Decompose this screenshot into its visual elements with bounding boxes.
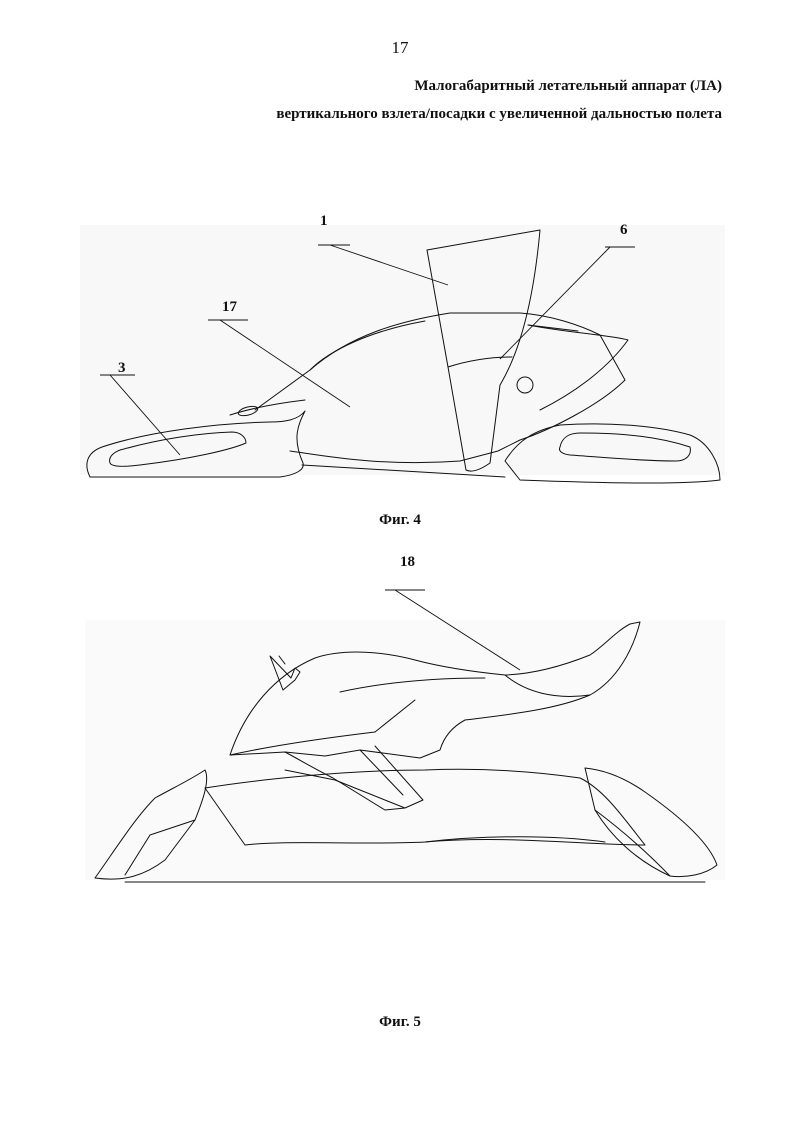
figure-5-caption: Фиг. 5 bbox=[379, 1014, 421, 1030]
ref-label-3: 3 bbox=[118, 360, 126, 376]
document-title-line-2: вертикального взлета/посадки с увеличенн… bbox=[276, 106, 722, 122]
ref-label-1: 1 bbox=[320, 213, 328, 229]
figure-4-drawing bbox=[80, 225, 725, 495]
figure-5-drawing bbox=[85, 589, 725, 895]
document-title-line-1: Малогабаритный летательный аппарат (ЛА) bbox=[414, 78, 722, 94]
ref-label-17: 17 bbox=[222, 299, 237, 315]
ref-label-6: 6 bbox=[620, 222, 628, 238]
figure-4-caption: Фиг. 4 bbox=[379, 512, 421, 528]
ref-label-18: 18 bbox=[400, 554, 415, 570]
page-number: 17 bbox=[391, 38, 409, 57]
